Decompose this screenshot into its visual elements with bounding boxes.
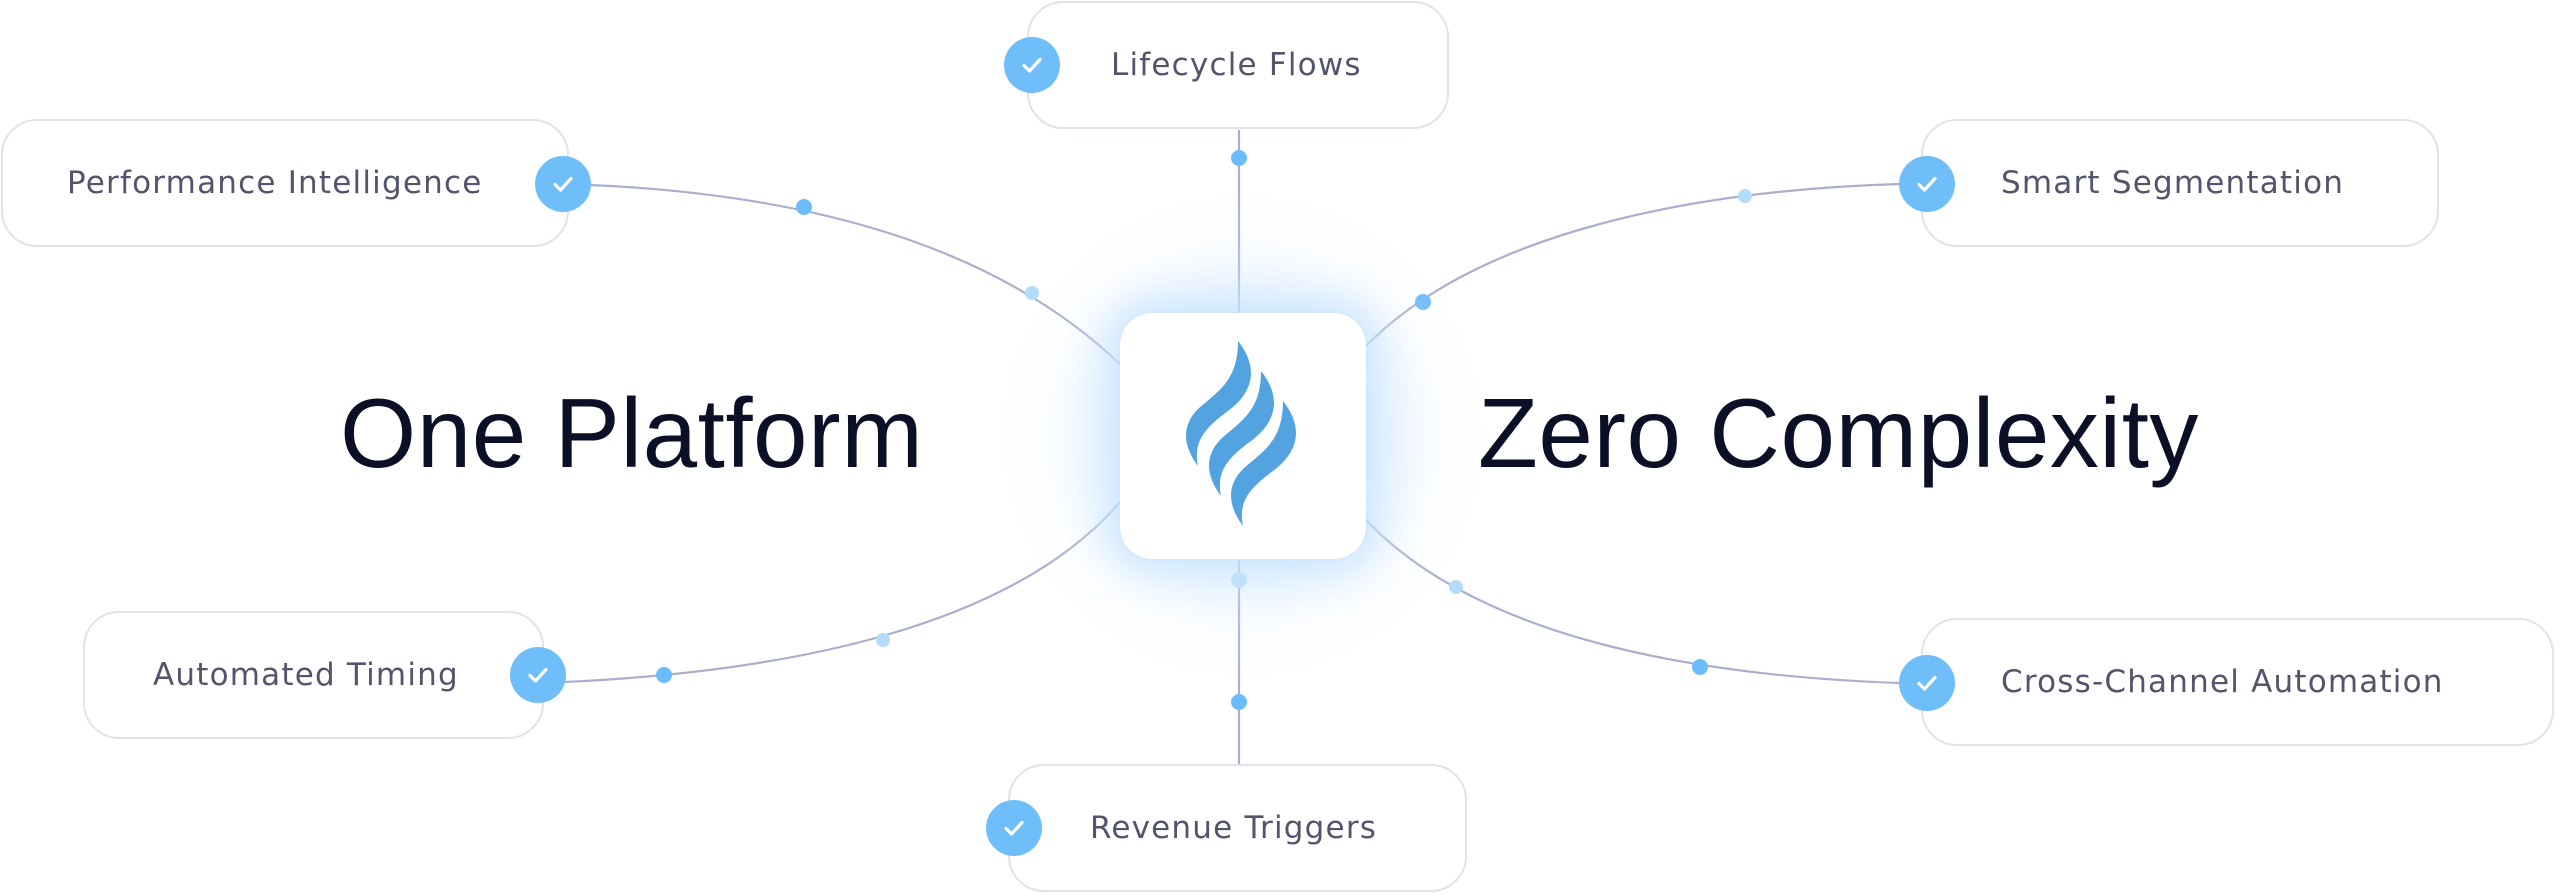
connector-dot (1231, 694, 1247, 710)
feature-card-cross-channel-automation: Cross-Channel Automation (1921, 618, 2554, 746)
feature-card-performance-intelligence: Performance Intelligence (1, 119, 569, 247)
feature-card-automated-timing: Automated Timing (83, 611, 544, 739)
feature-label: Lifecycle Flows (1111, 47, 1362, 83)
feature-label: Performance Intelligence (67, 165, 483, 201)
flame-swoosh-logo-icon (1185, 341, 1296, 526)
feature-label: Cross-Channel Automation (2001, 664, 2444, 700)
connector-dot (796, 199, 812, 215)
connector-dot (1692, 659, 1708, 675)
feature-label: Revenue Triggers (1090, 810, 1378, 846)
connector-dot (1738, 189, 1752, 203)
check-circle-icon (510, 647, 566, 703)
check-circle-icon (986, 800, 1042, 856)
connector-dot (656, 667, 672, 683)
connector-dot (1449, 580, 1463, 594)
connector-dot (1025, 286, 1039, 300)
feature-card-lifecycle-flows: Lifecycle Flows (1027, 1, 1449, 129)
feature-label: Automated Timing (153, 657, 459, 693)
heading-zero-complexity: Zero Complexity (1478, 378, 2199, 488)
hub-logo-card (1120, 313, 1366, 559)
feature-card-smart-segmentation: Smart Segmentation (1921, 119, 2439, 247)
check-circle-icon (1004, 37, 1060, 93)
connector-dot (876, 633, 890, 647)
connector-dot (1231, 150, 1247, 166)
check-circle-icon (1899, 156, 1955, 212)
check-circle-icon (535, 156, 591, 212)
feature-label: Smart Segmentation (2001, 165, 2345, 201)
feature-card-revenue-triggers: Revenue Triggers (1008, 764, 1467, 892)
heading-one-platform: One Platform (340, 378, 924, 488)
check-circle-icon (1899, 655, 1955, 711)
